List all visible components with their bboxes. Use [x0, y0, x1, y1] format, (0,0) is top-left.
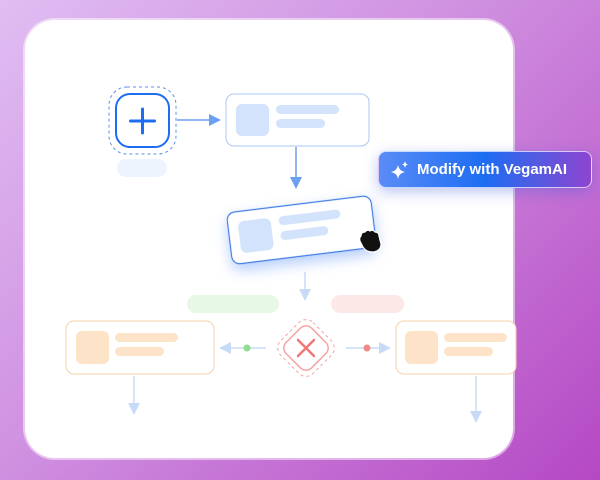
condition-node-reject[interactable] [273, 315, 338, 380]
close-icon [296, 338, 316, 358]
grab-hand-cursor-icon [359, 229, 382, 253]
sparkle-icon [391, 160, 408, 179]
modify-with-ai-button[interactable]: Modify with VegamAI [378, 151, 592, 188]
workflow-node-left[interactable] [65, 320, 215, 375]
plus-icon [129, 107, 156, 135]
add-node-button[interactable] [108, 86, 177, 155]
true-branch-dot [243, 344, 251, 352]
true-branch-label-placeholder [187, 295, 279, 313]
false-branch-label-placeholder [331, 295, 404, 313]
add-node-label-placeholder [117, 159, 167, 177]
workflow-node-dragged[interactable] [226, 195, 377, 265]
workflow-node-top[interactable] [225, 93, 370, 147]
modify-with-ai-label: Modify with VegamAI [417, 161, 568, 178]
false-branch-dot [363, 344, 371, 352]
workflow-node-right[interactable] [395, 320, 517, 375]
